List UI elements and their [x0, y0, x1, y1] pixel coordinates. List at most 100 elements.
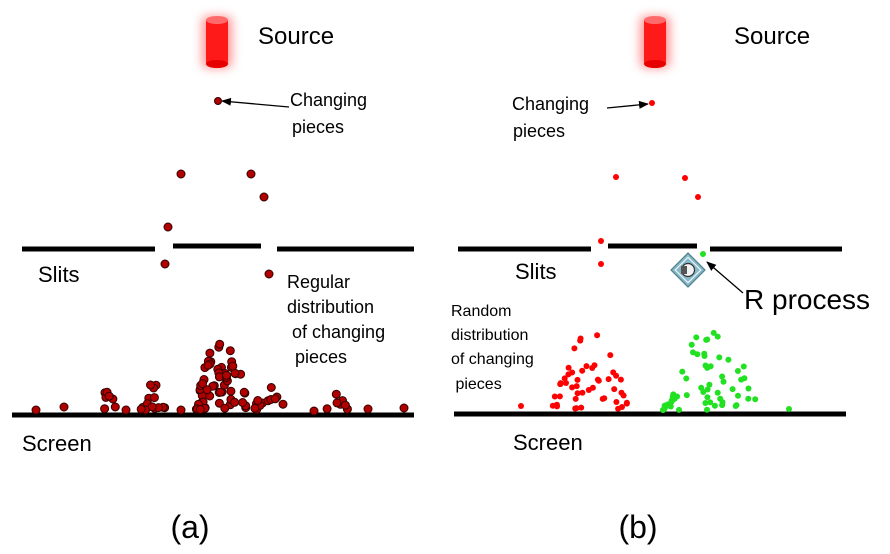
piece-dot	[607, 352, 614, 359]
piece-dot	[309, 406, 319, 416]
piece-dot	[706, 381, 713, 388]
piece-dot	[702, 400, 709, 406]
piece-dot	[579, 389, 586, 396]
piece-dot	[176, 169, 186, 179]
piece-dot	[214, 97, 222, 105]
piece-dot	[203, 360, 213, 370]
piece-dot	[331, 389, 341, 399]
piece-dot	[563, 380, 569, 386]
piece-dot	[725, 356, 732, 363]
piece-dot	[667, 403, 674, 410]
piece-dot	[163, 222, 173, 232]
piece-dot	[195, 405, 205, 414]
piece-dot	[246, 169, 256, 179]
piece-dot	[59, 402, 69, 412]
piece-dot	[332, 398, 342, 408]
piece-dot	[735, 392, 741, 399]
piece-dot	[617, 376, 624, 383]
pieces-label-line2: pieces	[513, 121, 565, 141]
slit-barrier	[22, 243, 414, 252]
piece-dot	[238, 398, 248, 407]
piece-dot	[198, 379, 207, 389]
piece-dot	[676, 406, 682, 413]
slit-barrier	[458, 243, 842, 252]
piece-dot	[577, 337, 584, 344]
piece-dot	[717, 395, 724, 402]
distribution-label-line1: Regular	[287, 272, 350, 292]
piece-dot	[734, 368, 741, 374]
piece-dot	[147, 402, 157, 412]
piece-dot	[561, 375, 568, 382]
piece-dot	[399, 403, 409, 413]
pieces-arrow	[606, 100, 649, 109]
piece-dot	[556, 393, 563, 400]
piece-dot	[149, 393, 159, 403]
piece-dot	[264, 269, 274, 279]
piece-dot	[729, 386, 736, 393]
panel-a: Source Changing pieces Slits Regular dis…	[12, 16, 414, 545]
piece-dot	[719, 402, 726, 409]
piece-dot	[363, 404, 373, 414]
piece-dot	[611, 386, 618, 393]
piece-dot	[578, 404, 585, 411]
piece-dot	[589, 384, 596, 391]
piece-dot	[752, 396, 759, 403]
panel-b: Source Changing pieces Slits R process R…	[451, 16, 870, 545]
piece-dot	[104, 391, 114, 401]
piece-dot	[110, 402, 120, 412]
piece-dot	[176, 405, 186, 415]
piece-dot	[786, 406, 792, 412]
source-icon	[202, 16, 232, 68]
r-process-icon	[670, 252, 706, 288]
pieces-label-line2: pieces	[292, 117, 344, 137]
piece-dot	[278, 399, 288, 409]
piece-dot	[620, 392, 627, 399]
piece-dot	[322, 404, 332, 414]
distribution-label-line4: pieces	[451, 376, 502, 393]
piece-dot	[613, 372, 620, 379]
piece-dot	[615, 405, 622, 412]
piece-dot	[704, 406, 710, 413]
piece-dot	[716, 354, 723, 361]
piece-dot	[551, 393, 558, 400]
piece-dot	[711, 402, 718, 409]
source-label: Source	[734, 23, 810, 50]
piece-dot	[554, 403, 560, 410]
piece-dot	[661, 402, 668, 409]
caption-b: (b)	[618, 509, 657, 545]
piece-dot	[679, 368, 686, 375]
piece-dot	[160, 259, 170, 269]
piece-dot	[340, 400, 350, 410]
piece-dot	[707, 399, 714, 406]
r-process-label: R process	[744, 284, 870, 315]
piece-dot	[688, 341, 695, 348]
piece-dot	[733, 402, 740, 409]
piece-dot	[573, 383, 580, 390]
piece-dot	[704, 336, 711, 343]
piece-dot	[205, 348, 215, 358]
pieces-label-line1: Changing	[290, 90, 367, 110]
piece-dot	[700, 251, 706, 257]
piece-dot	[649, 100, 655, 106]
piece-dot	[565, 364, 572, 371]
distribution-label-line2: distribution	[451, 327, 528, 344]
piece-dot	[216, 387, 225, 397]
piece-dot	[683, 392, 690, 399]
distribution-label-line4: pieces	[295, 347, 347, 367]
piece-dot	[695, 194, 701, 200]
piece-dot	[605, 376, 612, 383]
piece-dot	[669, 393, 676, 400]
distribution-label-line1: Random	[451, 303, 511, 320]
screen-label: Screen	[513, 430, 583, 455]
piece-dot	[745, 385, 752, 392]
piece-dot	[601, 395, 608, 402]
piece-dot	[623, 399, 630, 406]
piece-dot	[230, 397, 240, 407]
piece-dot	[121, 405, 131, 415]
piece-dot	[740, 363, 747, 370]
piece-dot	[598, 261, 604, 267]
piece-dot	[253, 396, 263, 405]
piece-dot	[710, 329, 717, 336]
piece-dot	[202, 385, 212, 395]
piece-dot	[569, 384, 576, 391]
